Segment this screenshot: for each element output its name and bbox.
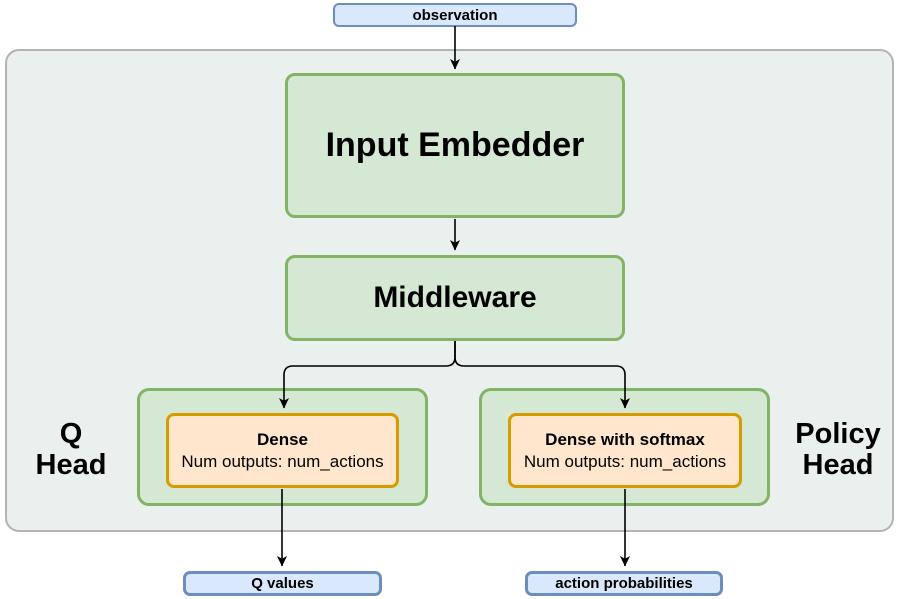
- policy-dense-num-outputs: Num outputs: num_actions: [523, 452, 727, 471]
- policy-dense-title: Dense with softmax: [545, 430, 705, 449]
- node-input-embedder: Input Embedder: [285, 73, 625, 218]
- q-head-label-line2: Head: [35, 449, 107, 482]
- policy-head-label-line1: Policy: [795, 418, 881, 450]
- node-policy-dense-layer: Dense with softmax Num outputs: num_acti…: [508, 413, 742, 488]
- node-action-probabilities: action probabilities: [525, 571, 723, 596]
- node-middleware: Middleware: [285, 255, 625, 341]
- policy-head-label: Policy Head: [781, 418, 895, 482]
- q-dense-title: Dense: [256, 430, 309, 449]
- policy-head-label-line2: Head: [802, 449, 874, 482]
- node-q-values: Q values: [183, 571, 382, 596]
- q-head-label-line1: Q: [59, 418, 83, 450]
- node-q-dense-layer: Dense Num outputs: num_actions: [166, 413, 399, 488]
- node-observation: observation: [333, 3, 577, 27]
- q-dense-num-outputs: Num outputs: num_actions: [181, 452, 384, 471]
- q-head-label: Q Head: [15, 418, 127, 482]
